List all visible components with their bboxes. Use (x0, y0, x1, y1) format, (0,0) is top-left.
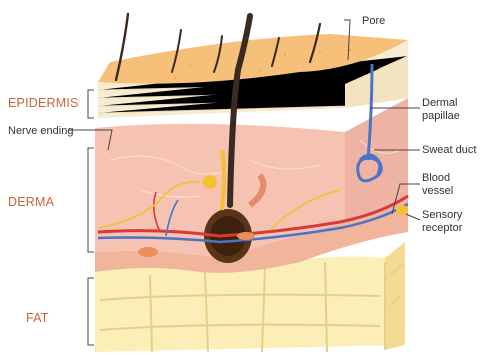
dermis-layer (95, 98, 408, 273)
pore-label: Pore (362, 15, 385, 27)
layer-brackets (88, 90, 94, 345)
blood-vessel-label-line1: Blood (422, 172, 450, 184)
nerve-ending-label: Nerve ending (8, 125, 73, 137)
epidermis-label: EPIDERMIS (8, 97, 79, 109)
blood-vessel-label-line2: vessel (422, 185, 453, 197)
sweat-duct-label: Sweat duct (422, 144, 476, 156)
sensory-receptor-label-line1: Sensory (422, 209, 462, 221)
dermal-papillae-label-line2: papillae (422, 110, 460, 122)
dermal-papillae-label-line1: Dermal (422, 97, 457, 109)
derma-label: DERMA (8, 196, 54, 208)
fat-label: FAT (26, 312, 49, 324)
sensory-receptor-label-line2: receptor (422, 222, 462, 234)
epidermis-layer (98, 34, 408, 118)
